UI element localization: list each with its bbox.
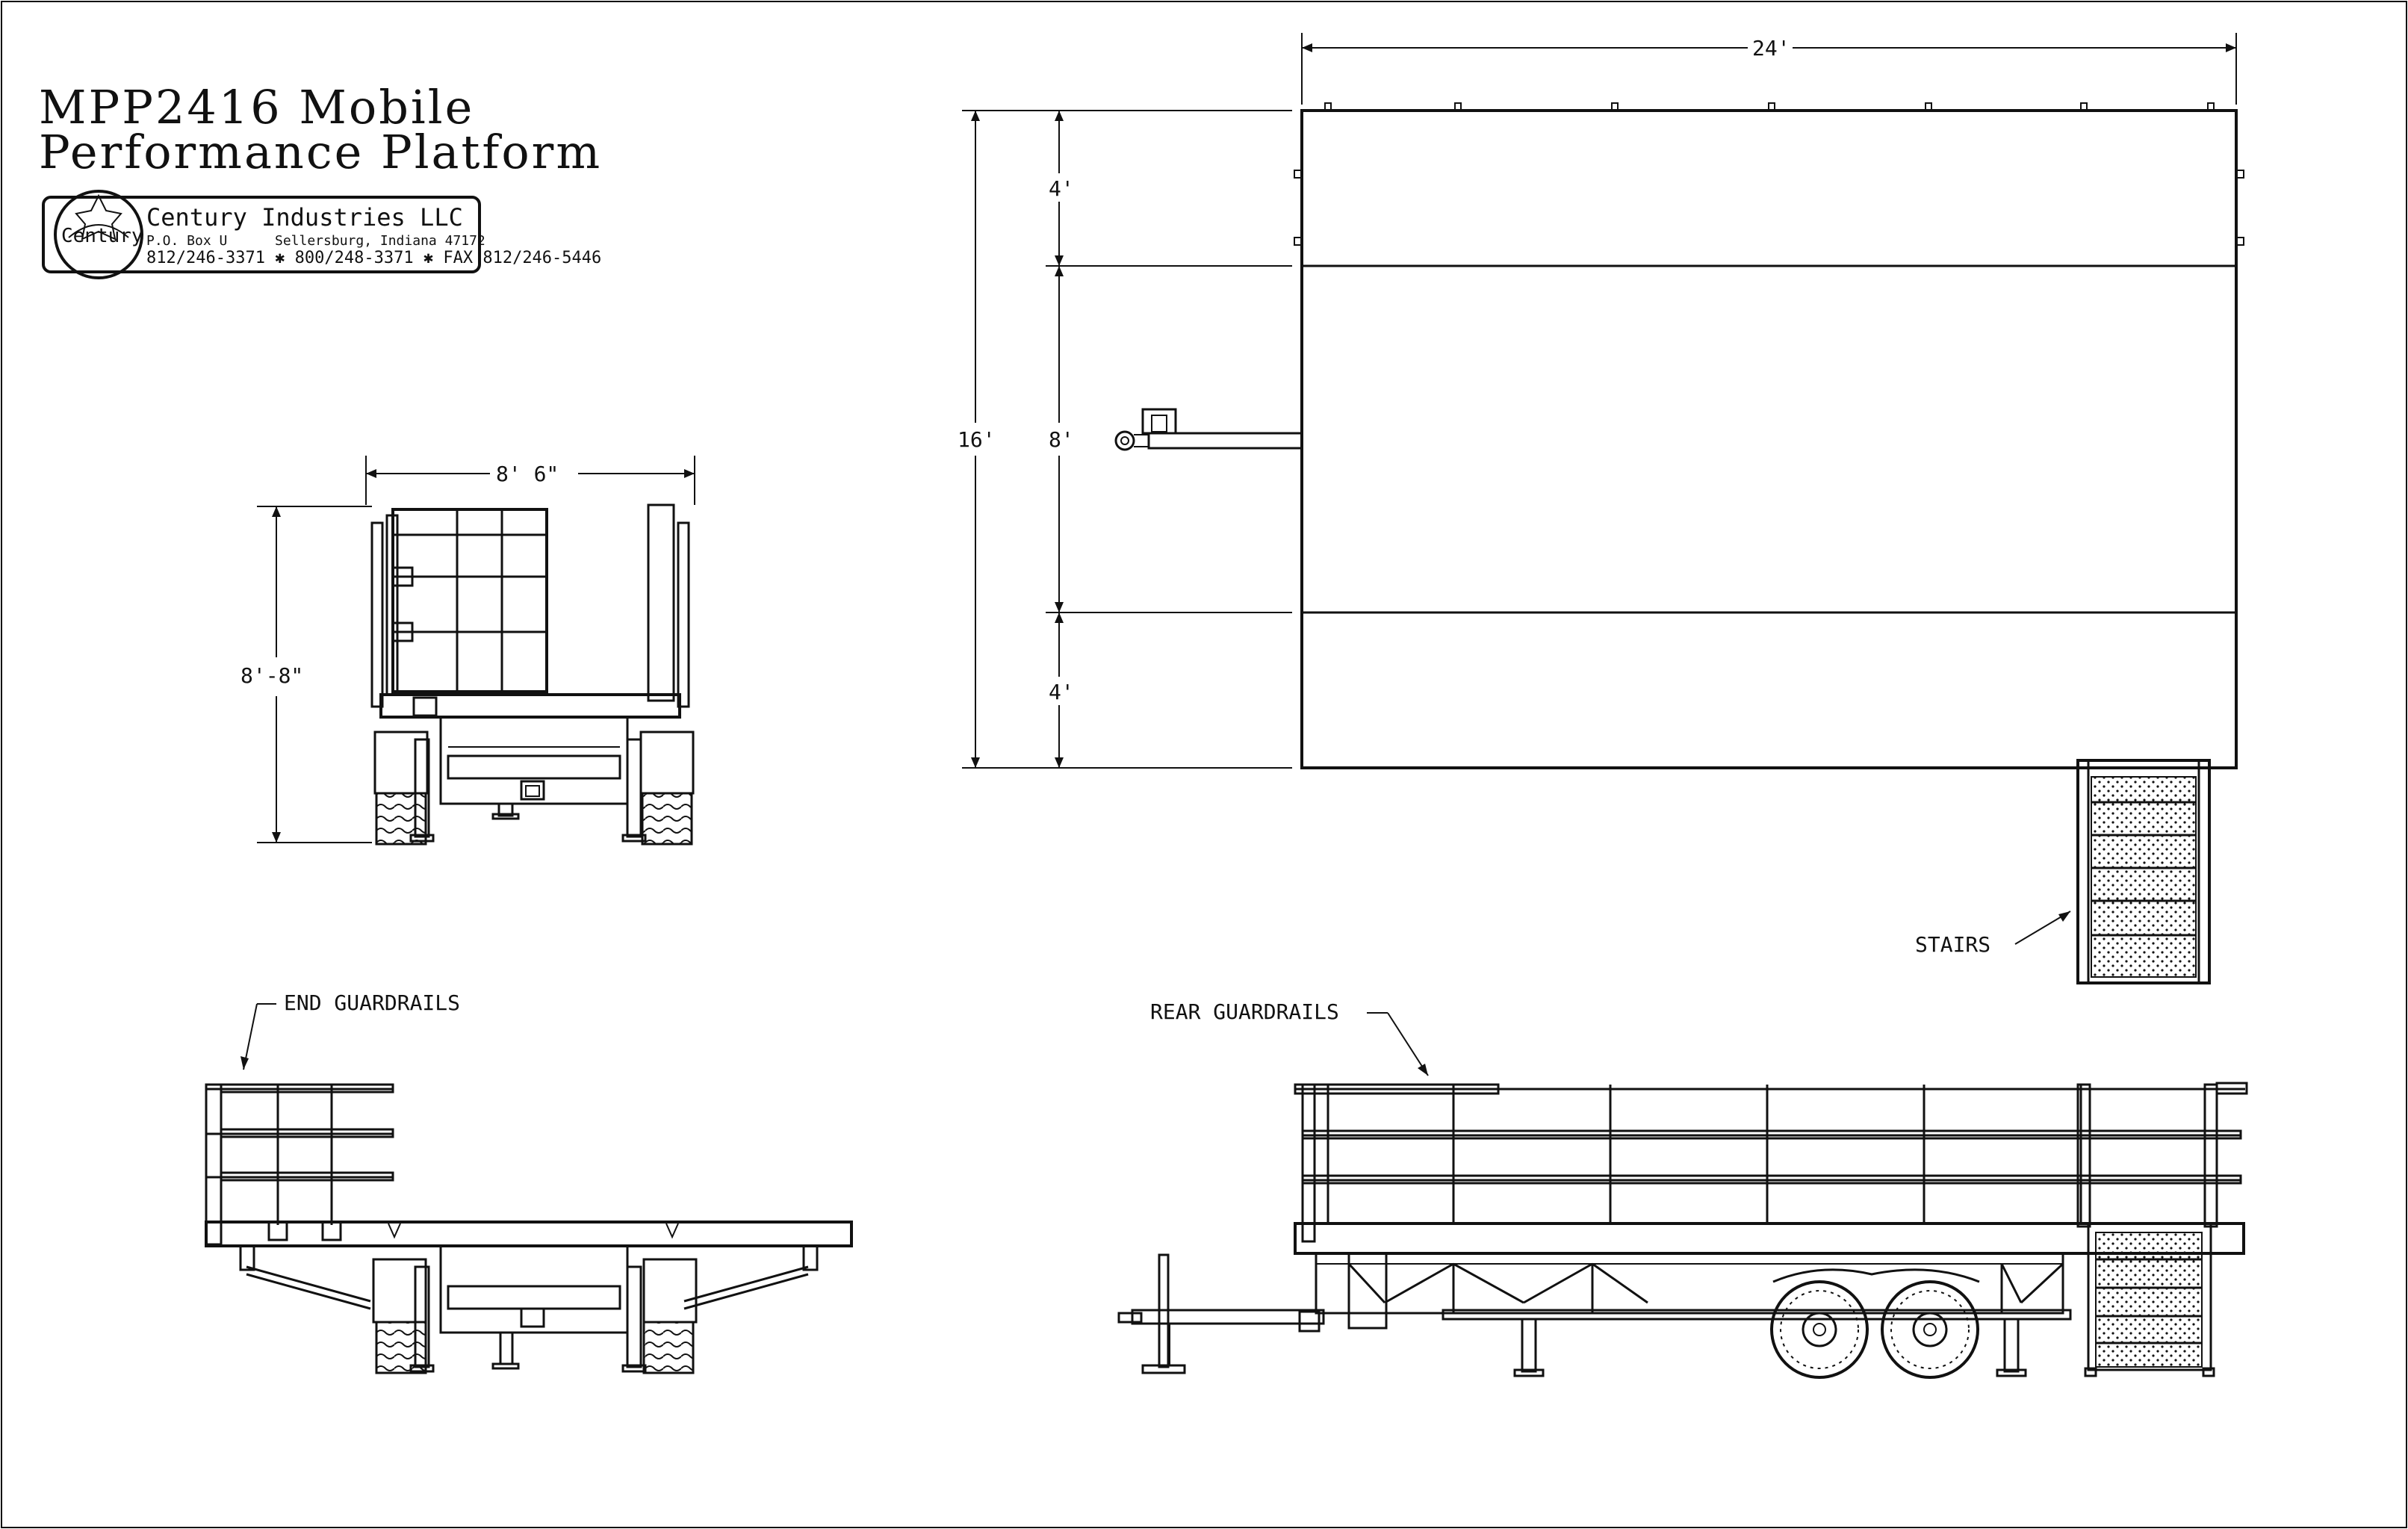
dimension-label-4-back: 4': [1049, 680, 1074, 704]
plan-view: 24' 16' 4' 8' 4': [958, 33, 2244, 984]
logo-wordmark: Century: [61, 225, 143, 247]
end-guardrails-callout: END GUARDRAILS: [241, 990, 460, 1070]
rear-guardrails-callout: REAR GUARDRAILS: [1150, 999, 1429, 1076]
platform-deck-plan: [1294, 102, 2244, 769]
dimension-end-height: 8'-8": [241, 506, 372, 843]
end-guardrails-label: END GUARDRAILS: [284, 990, 460, 1015]
hitch-tongue-plan: [1114, 408, 1303, 451]
stairs-label: STAIRS: [1915, 932, 1990, 957]
drawing-title-line2: Performance Platform: [39, 125, 602, 179]
dimension-label-8: 8': [1049, 427, 1074, 452]
stairs-callout: STAIRS: [1915, 911, 2071, 957]
dimension-label-4-front: 4': [1049, 176, 1074, 201]
dimension-label-end-width: 8' 6": [496, 462, 559, 486]
company-po-box: P.O. Box U: [146, 233, 227, 249]
title-block: MPP2416 Mobile Performance Platform Cent…: [39, 80, 602, 279]
dimension-label-16: 16': [958, 427, 996, 452]
company-phones: 812/246-3371 ✱ 800/248-3371 ✱ FAX 812/24…: [146, 249, 601, 267]
century-logo-icon: [54, 190, 143, 279]
dimension-depth-segments: 4' 8' 4': [1046, 111, 1292, 768]
wheel-front: [1770, 1280, 1869, 1379]
company-city: Sellersburg, Indiana 47172: [275, 233, 485, 249]
dimension-end-width: 8' 6": [365, 456, 695, 505]
company-name: Century Industries LLC: [146, 203, 463, 232]
end-guardrail-view: END GUARDRAILS: [205, 990, 853, 1374]
dimension-depth-16: 16': [958, 110, 1292, 769]
stairs-plan: [2076, 759, 2211, 984]
dimension-label-24: 24': [1752, 36, 1790, 61]
dimension-label-end-height: 8'-8": [241, 663, 303, 688]
stairs-side: [2084, 1222, 2215, 1377]
end-view: 8' 6" 8'-8": [241, 456, 695, 846]
drawing-title-line1: MPP2416 Mobile: [39, 80, 474, 134]
company-stamp: Century Century Industries LLC P.O. Box …: [42, 190, 601, 279]
dimension-width-24: 24': [1301, 33, 2237, 105]
side-view: REAR GUARDRAILS: [1117, 999, 2248, 1379]
wheel-rear: [1881, 1280, 1979, 1379]
rear-guardrails-label: REAR GUARDRAILS: [1150, 999, 1339, 1024]
